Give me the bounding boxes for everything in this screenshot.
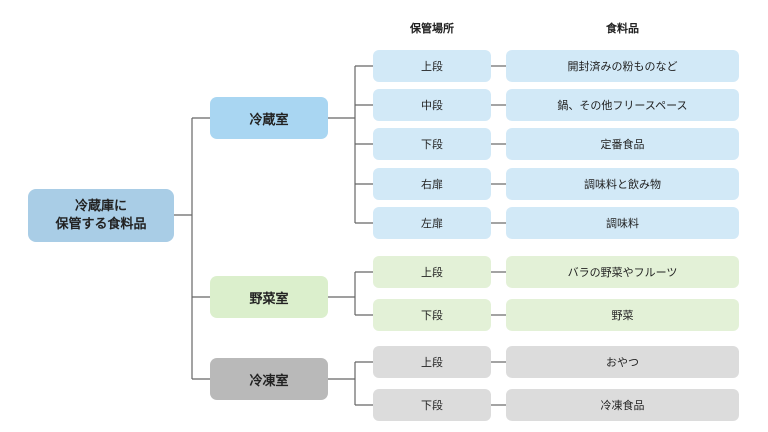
food-node: 開封済みの粉ものなど — [506, 50, 739, 82]
root-node: 冷蔵庫に 保管する食料品 — [28, 189, 174, 242]
category-refrigerator: 冷蔵室 — [210, 97, 328, 139]
place-node: 上段 — [373, 50, 491, 82]
category-freezer: 冷凍室 — [210, 358, 328, 400]
column-header-place: 保管場所 — [410, 22, 454, 35]
place-node: 右扉 — [373, 168, 491, 200]
food-node: 調味料と飲み物 — [506, 168, 739, 200]
place-node: 下段 — [373, 389, 491, 421]
place-node: 上段 — [373, 256, 491, 288]
place-node: 下段 — [373, 299, 491, 331]
place-node: 中段 — [373, 89, 491, 121]
category-vegetable-room: 野菜室 — [210, 276, 328, 318]
root-label-line2: 保管する食料品 — [55, 216, 147, 232]
root-label-line1: 冷蔵庫に — [74, 198, 127, 214]
place-node: 左扉 — [373, 207, 491, 239]
food-node: おやつ — [506, 346, 739, 378]
food-node: 野菜 — [506, 299, 739, 331]
place-node: 下段 — [373, 128, 491, 160]
food-node: 冷凍食品 — [506, 389, 739, 421]
place-node: 上段 — [373, 346, 491, 378]
column-header-food: 食料品 — [606, 22, 639, 35]
food-node: 鍋、その他フリースペース — [506, 89, 739, 121]
food-node: 定番食品 — [506, 128, 739, 160]
food-node: 調味料 — [506, 207, 739, 239]
food-node: バラの野菜やフルーツ — [506, 256, 739, 288]
